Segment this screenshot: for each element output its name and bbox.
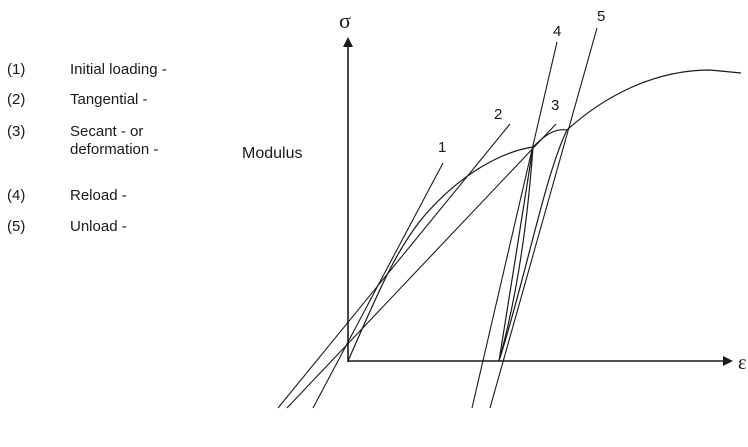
legend-text: Initial loading - bbox=[70, 61, 167, 78]
reload-continuation-curve bbox=[498, 129, 568, 362]
legend-number: (5) bbox=[7, 218, 26, 235]
line-label-5: 5 bbox=[597, 8, 605, 25]
legend-text: Tangential - bbox=[70, 91, 148, 108]
modulus-line-4 bbox=[471, 41, 558, 409]
hysteresis-reload-curve bbox=[498, 146, 534, 362]
line-label-2: 2 bbox=[494, 106, 502, 123]
legend-number: (4) bbox=[7, 187, 26, 204]
legend-number: (1) bbox=[7, 61, 26, 78]
legend-number: (2) bbox=[7, 91, 26, 108]
modulus-label: Modulus bbox=[242, 145, 303, 162]
legend-text: Unload - bbox=[70, 218, 127, 235]
line-label-1: 1 bbox=[438, 139, 446, 156]
hysteresis-unload-curve bbox=[498, 146, 534, 362]
modulus-line-2 bbox=[277, 123, 511, 409]
modulus-line-5 bbox=[489, 27, 598, 409]
line-label-3: 3 bbox=[551, 97, 559, 114]
modulus-line-3 bbox=[286, 123, 557, 409]
line-label-4: 4 bbox=[553, 23, 561, 40]
y-axis-symbol: σ bbox=[339, 8, 351, 33]
legend-text: Secant - or deformation - bbox=[70, 123, 159, 158]
legend-number: (3) bbox=[7, 123, 26, 140]
x-axis-symbol: ε bbox=[738, 352, 746, 374]
legend-text: Reload - bbox=[70, 187, 127, 204]
stress-strain-curve bbox=[347, 69, 742, 362]
legend: (1) Initial loading - (2) Tangential - (… bbox=[0, 0, 240, 447]
